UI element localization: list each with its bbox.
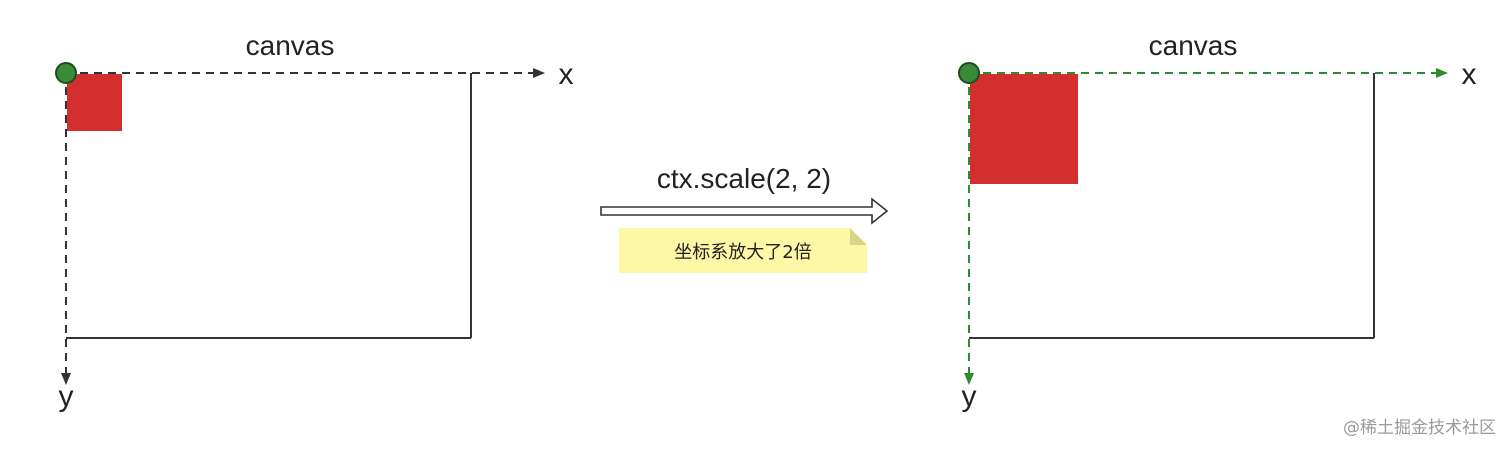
note-fold	[850, 228, 867, 245]
left-panel: canvas x y	[55, 30, 574, 413]
right-panel: canvas x y	[958, 30, 1477, 413]
right-x-label: x	[1462, 58, 1477, 91]
note-text: 坐标系放大了2倍	[674, 242, 811, 263]
right-y-label: y	[962, 380, 977, 413]
transform-group: ctx.scale(2, 2) 坐标系放大了2倍	[600, 163, 889, 273]
watermark: @稀土掘金技术社区	[1343, 418, 1496, 438]
left-canvas-title: canvas	[246, 30, 335, 61]
left-x-label: x	[559, 58, 574, 91]
left-red-rect	[67, 74, 122, 131]
left-origin-dot	[55, 62, 77, 84]
transform-arrow	[600, 197, 889, 225]
right-canvas-title: canvas	[1149, 30, 1238, 61]
left-y-label: y	[59, 380, 74, 413]
note-background	[619, 228, 867, 273]
transform-code: ctx.scale(2, 2)	[657, 163, 831, 194]
right-origin-dot	[958, 62, 980, 84]
right-red-rect	[970, 74, 1078, 184]
